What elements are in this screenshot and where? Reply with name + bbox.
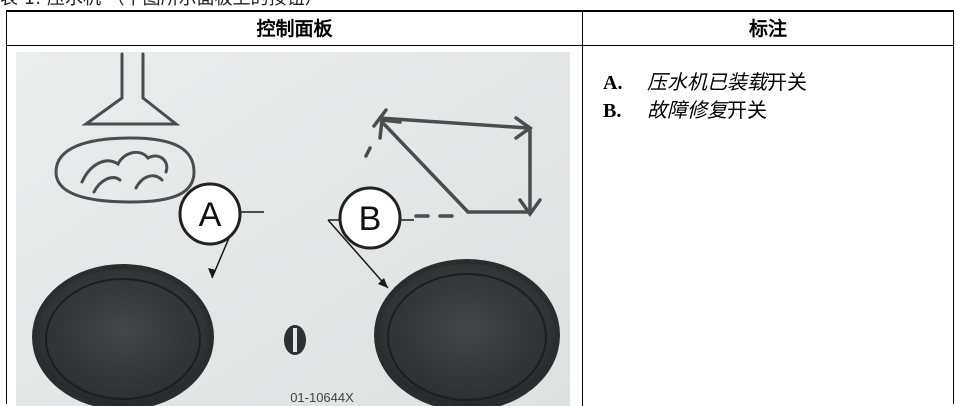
callout-a: A bbox=[178, 182, 242, 246]
legend-switch-suffix: 开关 bbox=[727, 98, 767, 122]
legend-key: A. bbox=[603, 72, 623, 94]
callout-b-label: B bbox=[359, 200, 382, 238]
legend-item-a: A. 压水机已装载开关 bbox=[603, 66, 943, 94]
load-icon bbox=[54, 52, 196, 204]
fault-reset-switch-button bbox=[374, 259, 560, 406]
part-number: 01-10644X bbox=[290, 390, 354, 405]
control-panel-table: 控制面板 标注 bbox=[6, 10, 954, 406]
legend-item-b: B. 故障修复开关 bbox=[603, 94, 943, 122]
legend-key: B. bbox=[603, 100, 622, 122]
control-panel-photo: A B 01-10644X bbox=[16, 52, 570, 406]
screw-icon bbox=[284, 325, 306, 355]
table-header-row: 控制面板 标注 bbox=[7, 12, 953, 46]
header-annotation: 标注 bbox=[748, 18, 787, 40]
fault-reset-icon bbox=[364, 108, 542, 218]
load-switch-button bbox=[32, 264, 214, 406]
header-control-panel: 控制面板 bbox=[256, 18, 333, 40]
legend-switch-name: 故障修复 bbox=[647, 98, 727, 122]
callout-b: B bbox=[338, 186, 402, 250]
legend-switch-suffix: 开关 bbox=[767, 70, 807, 94]
legend-text: 压水机已装载开关 bbox=[647, 66, 807, 95]
annotation-legend: A. 压水机已装载开关 B. 故障修复开关 bbox=[603, 66, 943, 122]
callout-b-arrowhead bbox=[378, 278, 388, 288]
callout-a-arrowhead bbox=[208, 268, 216, 278]
legend-text: 故障修复开关 bbox=[647, 94, 767, 123]
column-divider bbox=[582, 12, 583, 406]
table-caption: 表 1: 压水机 （下图所示面板上的按钮） bbox=[0, 0, 323, 10]
callout-a-label: A bbox=[199, 196, 222, 234]
legend-switch-name: 压水机已装载 bbox=[647, 70, 767, 94]
